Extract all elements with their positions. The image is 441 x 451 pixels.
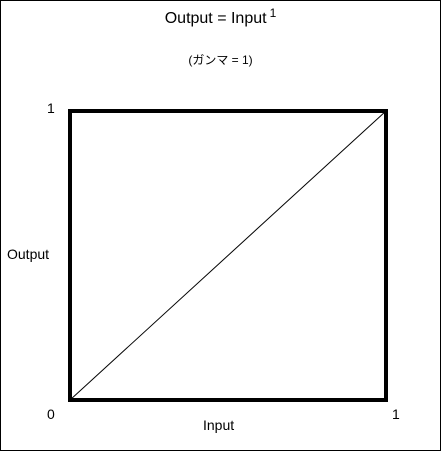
chart-title-text: Output = Input	[164, 10, 267, 27]
x-tick-label-right: 1	[392, 406, 400, 422]
chart-subtitle: (ガンマ = 1)	[188, 53, 253, 67]
plot-area-box	[68, 109, 388, 402]
y-tick-label-top: 1	[47, 100, 55, 116]
x-axis-label: Input	[203, 417, 235, 433]
series-line-0	[69, 110, 387, 401]
chart-title-exponent: 1	[269, 6, 277, 20]
xy-origin-tick-label: 0	[47, 406, 55, 422]
y-axis-label: Output	[7, 246, 50, 262]
